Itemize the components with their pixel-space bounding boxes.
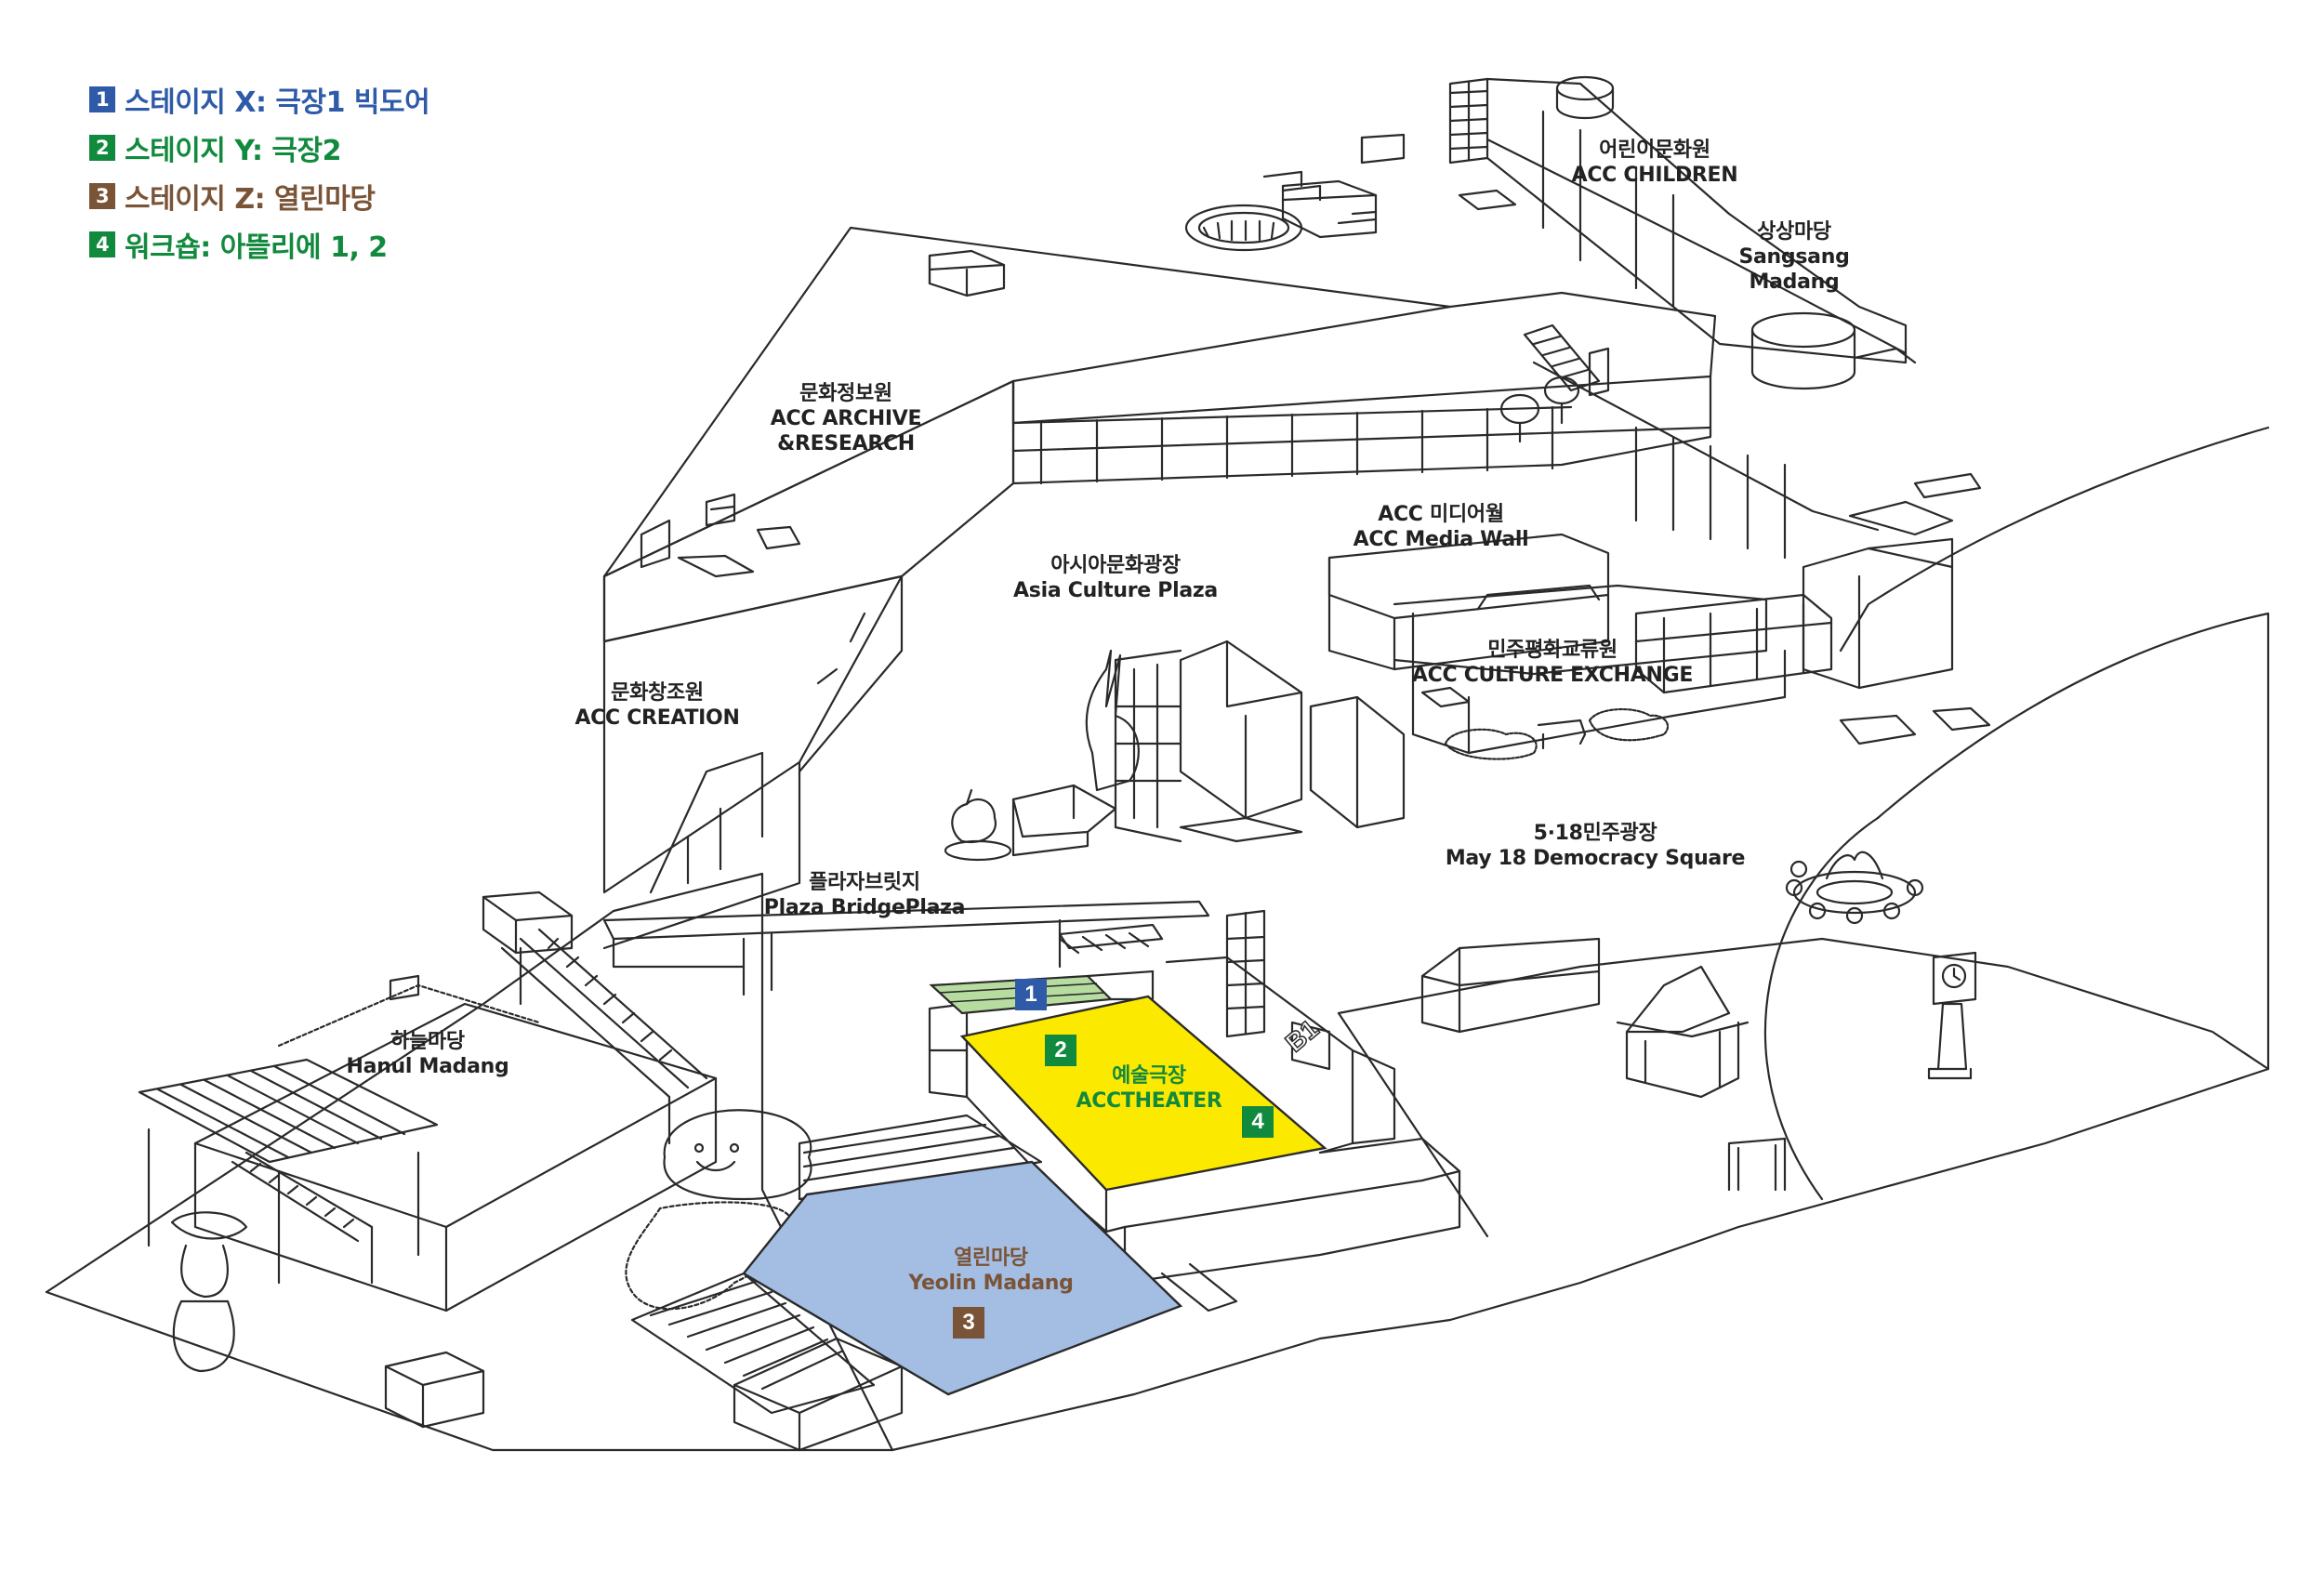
label-acc-children: 어린이문화원 ACC CHILDREN <box>1572 138 1738 188</box>
legend-text-stage-z: 스테이지 Z: 열린마당 <box>125 183 376 216</box>
legend-item-workshop: 4 워크숍: 아뜰리에 1, 2 <box>89 225 429 264</box>
sangsang-cylinder <box>1750 311 1856 349</box>
legend-text-workshop: 워크숍: 아뜰리에 1, 2 <box>125 231 388 264</box>
legend-badge-3: 3 <box>89 183 115 209</box>
smiley-sculpture <box>663 1109 812 1201</box>
label-creation-ko: 문화창조원 <box>611 681 704 705</box>
label-asia-culture-plaza: 아시아문화광장 Asia Culture Plaza <box>1013 553 1218 603</box>
legend-text-stage-x: 스테이지 X: 극장1 빅도어 <box>125 86 430 119</box>
b1-sign: B1 <box>1280 1014 1324 1058</box>
label-archive-en2: &RESEARCH <box>777 432 915 455</box>
legend-item-stage-x: 1 스테이지 X: 극장1 빅도어 <box>89 80 430 119</box>
label-bridge-ko: 플라자브릿지 <box>809 871 920 894</box>
label-creation-en: ACC CREATION <box>574 706 740 730</box>
label-bridge-en: Plaza BridgePlaza <box>763 896 966 919</box>
label-acc-media-wall: ACC 미디어월 ACC Media Wall <box>1353 502 1529 552</box>
label-yeolin-en: Yeolin Madang <box>908 1272 1074 1295</box>
legend-item-stage-y: 2 스테이지 Y: 극장2 <box>89 128 429 167</box>
label-asia-plaza-en: Asia Culture Plaza <box>1013 579 1218 602</box>
marker-2-stage-y: 2 <box>1045 1035 1076 1066</box>
plaza-bridge <box>602 900 1210 941</box>
label-acc-culture-exchange: 민주평화교류원 ACC CULTURE EXCHANGE <box>1412 638 1693 688</box>
label-yeolin-madang: 열린마당 Yeolin Madang <box>908 1246 1074 1296</box>
marker-3-stage-z: 3 <box>953 1307 984 1339</box>
marker-1-stage-x: 1 <box>1015 979 1047 1010</box>
site-boundary <box>45 612 2270 1452</box>
label-plaza-bridge: 플라자브릿지 Plaza BridgePlaza <box>763 870 966 920</box>
legend-badge-4: 4 <box>89 231 115 257</box>
label-media-wall-en: ACC Media Wall <box>1353 528 1529 551</box>
label-acc-children-ko: 어린이문화원 <box>1599 138 1710 162</box>
clock-tower <box>1932 951 1977 1006</box>
label-square-ko: 5·18민주광장 <box>1533 822 1657 845</box>
label-sangsang-en1: Sangsang <box>1738 245 1850 269</box>
fountain <box>1792 870 1917 915</box>
label-hanul-madang: 하늘마당 Hanul Madang <box>347 1029 509 1079</box>
label-theater-ko: 예술극장 <box>1112 1064 1186 1088</box>
yeolin-madang-zone <box>742 1160 1183 1396</box>
label-acc-theater: 예술극장 ACCTHEATER <box>1076 1063 1221 1114</box>
label-exchange-en: ACC CULTURE EXCHANGE <box>1411 664 1694 687</box>
label-acc-archive: 문화정보원 ACC ARCHIVE &RESEARCH <box>770 381 922 456</box>
legend-badge-2: 2 <box>89 135 115 161</box>
label-hanul-ko: 하늘마당 <box>390 1030 465 1053</box>
label-media-wall-ko: ACC 미디어월 <box>1378 503 1504 526</box>
legend: 1 스테이지 X: 극장1 빅도어 2 스테이지 Y: 극장2 3 스테이지 Z… <box>89 80 430 273</box>
label-acc-creation: 문화창조원 ACC CREATION <box>574 680 739 731</box>
label-may-18-square: 5·18민주광장 May 18 Democracy Square <box>1445 821 1746 871</box>
legend-text-stage-y: 스테이지 Y: 극장2 <box>125 135 341 167</box>
label-sangsang-ko: 상상마당 <box>1757 220 1831 244</box>
label-theater-en: ACCTHEATER <box>1076 1089 1222 1113</box>
label-acc-children-en: ACC CHILDREN <box>1571 164 1738 187</box>
label-sangsang-madang: 상상마당 Sangsang Madang <box>1738 219 1849 295</box>
label-exchange-ko: 민주평화교류원 <box>1487 639 1618 662</box>
marker-4-workshop: 4 <box>1242 1106 1274 1138</box>
label-hanul-en: Hanul Madang <box>346 1055 509 1078</box>
legend-item-stage-z: 3 스테이지 Z: 열린마당 <box>89 177 429 216</box>
label-sangsang-en2: Madang <box>1749 270 1840 294</box>
label-archive-en1: ACC ARCHIVE <box>770 407 922 430</box>
label-archive-ko: 문화정보원 <box>799 382 892 405</box>
label-asia-plaza-ko: 아시아문화광장 <box>1050 554 1181 577</box>
label-yeolin-ko: 열린마당 <box>954 1246 1028 1270</box>
legend-badge-1: 1 <box>89 86 115 112</box>
label-square-en: May 18 Democracy Square <box>1445 847 1746 870</box>
peace-hand-sculpture <box>1085 649 1140 792</box>
